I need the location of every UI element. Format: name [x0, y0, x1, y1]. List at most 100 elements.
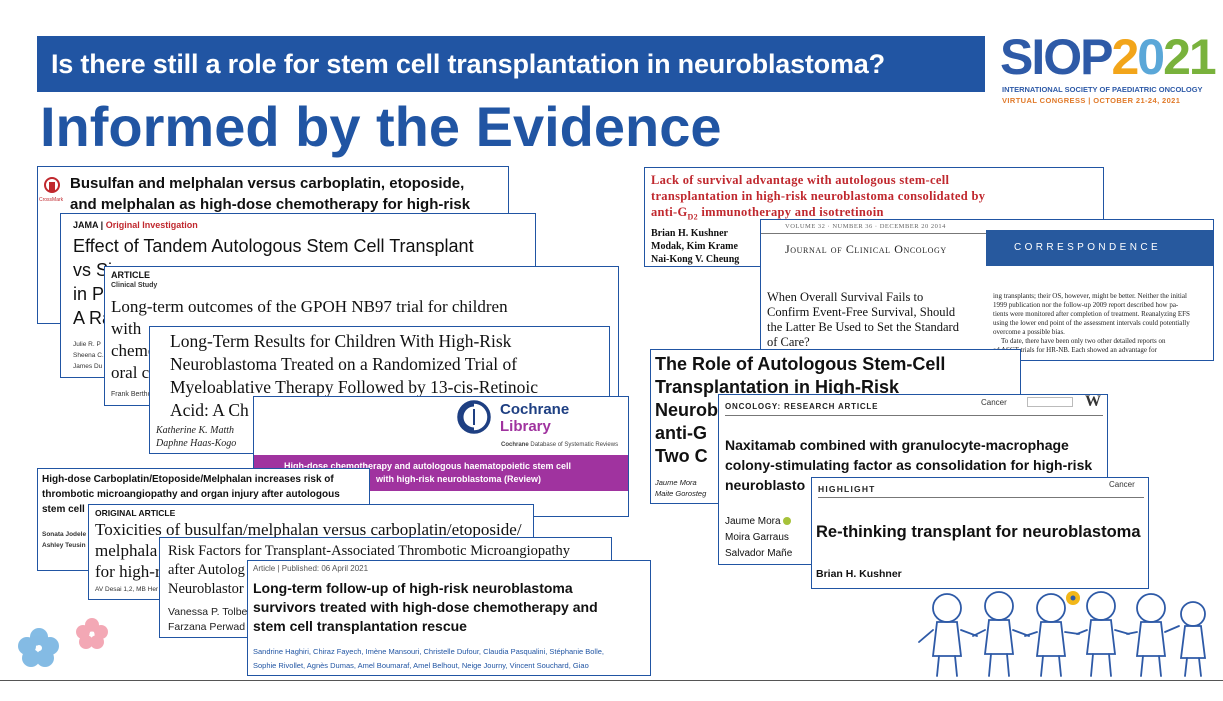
paper-authors: Frank Berthol — [111, 391, 154, 398]
paper-title-line: Confirm Event-Free Survival, Should — [767, 305, 956, 319]
author-name: Modak — [651, 241, 682, 252]
paper-title-line: Long-Term Results for Children With High… — [170, 331, 512, 351]
paper-authors: Modak, Kim Krame — [651, 241, 738, 252]
journal-name: JAMA | Original Investigation — [73, 220, 198, 230]
paper-authors: Ashley Teusin — [42, 542, 86, 549]
article-meta: Article | Published: 06 April 2021 — [253, 564, 369, 573]
paper-title-line: in Pa — [73, 284, 115, 304]
paper-title-line: High-dose chemotherapy and autologous ha… — [284, 461, 572, 471]
paper-title-line: Two C — [655, 446, 708, 466]
paper-title-line: A Ra — [73, 308, 113, 328]
paper-authors: Sandrine Haghiri, Chiraz Fayech, Imène M… — [253, 647, 605, 656]
siop-logo: SIOP2021 INTERNATIONAL SOCIETY OF PAEDIA… — [1000, 28, 1218, 108]
paper-title-line: the Latter Be Used to Set the Standard — [767, 320, 959, 334]
paper-long-term-follow-up: Article | Published: 06 April 2021 Long-… — [247, 560, 651, 676]
logo-year-2: 2 — [1111, 29, 1139, 85]
paper-title-line: Myeloablative Therapy Followed by 13-cis… — [170, 377, 539, 397]
logo-society-name: INTERNATIONAL SOCIETY OF PAEDIATRIC ONCO… — [1002, 85, 1203, 94]
paper-authors: Moira Garraus — [725, 532, 789, 543]
paper-title-line: neuroblasto — [725, 477, 806, 493]
cochrane-database: Cochrane Database of Systematic Reviews — [501, 442, 618, 448]
cochrane-db-name: Database of Systematic Reviews — [530, 442, 619, 448]
author-name: Jaume Mora — [725, 516, 781, 527]
paper-authors: James Du — [73, 363, 103, 370]
orcid-icon — [783, 517, 792, 526]
paper-title-line: Long-term outcomes of the GPOH NB97 tria… — [111, 297, 508, 316]
title-banner: Is there still a role for stem cell tran… — [37, 36, 985, 92]
paper-authors: Maite Gorosteg — [655, 489, 707, 498]
hibiscus-pink-icon — [76, 618, 108, 649]
paper-title-line: Risk Factors for Transplant-Associated T… — [168, 543, 571, 559]
article-label: HIGHLIGHT — [818, 484, 876, 494]
paper-title-line: High-dose Carboplatin/Etoposide/Melphala… — [42, 474, 334, 485]
article-label: ARTICLE — [111, 270, 150, 280]
body-text: ing transplants; their OS, however, migh… — [993, 292, 1187, 300]
paper-title-line: stem cell transplantation rescue — [253, 618, 467, 634]
paper-title-line: of Care? — [767, 335, 810, 349]
paper-authors: Sonata Jodele — [42, 531, 87, 538]
banner-text: Is there still a role for stem cell tran… — [51, 49, 885, 79]
paper-authors: Farzana Perwad — [168, 621, 246, 633]
author-name: , Kim Krame — [681, 241, 738, 252]
paper-authors: Jaume Mora — [725, 516, 792, 527]
slide-title: Informed by the Evidence — [40, 95, 722, 158]
article-sublabel: Clinical Study — [111, 282, 158, 289]
logo-wordmark: SIOP2021 — [1000, 28, 1217, 86]
paper-title-line: Acid: A Ch — [170, 400, 249, 420]
paper-authors: Brian H. Kushner — [816, 568, 902, 580]
title-subscript: D2 — [687, 212, 698, 222]
hibiscus-blue-icon — [18, 628, 59, 667]
paper-title-line: Busulfan and melphalan versus carboplati… — [70, 175, 465, 192]
journal-name: Cancer — [981, 398, 1007, 407]
body-text: To date, there have been only two other … — [1001, 337, 1166, 345]
paper-title-line: When Overall Survival Fails to — [767, 290, 924, 304]
article-section: Original Investigation — [105, 220, 198, 230]
paper-jco-correspondence: VOLUME 32 · NUMBER 36 · DECEMBER 20 2014… — [760, 219, 1214, 361]
crossmark-label: CrossMark — [39, 197, 64, 203]
cochrane-brand: Cochrane — [500, 401, 570, 418]
journal-wiley-mark: W — [1085, 394, 1101, 410]
paper-title-line: survivors treated with high-dose chemoth… — [253, 599, 598, 615]
paper-title-line: and melphalan as high-dose chemotherapy … — [70, 196, 471, 213]
paper-title-line: Toxicities of busulfan/melphalan versus … — [95, 520, 522, 539]
title-fragment: immunotherapy and isotretinoin — [697, 205, 884, 219]
paper-authors: Sophie Rivollet, Agnès Dumas, Amel Bouma… — [253, 661, 589, 670]
paper-title-line: chemo — [111, 341, 157, 360]
paper-authors: Daphne Haas-Kogo — [156, 438, 237, 449]
article-header-rule — [818, 497, 1144, 498]
paper-title-line: Transplantation in High-Risk — [655, 377, 900, 397]
paper-title-line: transplantation in high-risk neuroblasto… — [651, 189, 986, 203]
logo-year-0: 0 — [1137, 29, 1165, 85]
article-section: CORRESPONDENCE — [1014, 242, 1162, 253]
jco-section-band — [986, 230, 1213, 266]
body-text: using the lower end point of the assessm… — [993, 319, 1190, 327]
cochrane-brand-sub: Library — [500, 418, 551, 435]
paper-title-line: Long-term follow-up of high-risk neurobl… — [253, 580, 573, 596]
paper-authors: AV Desai 1,2, MB Her — [95, 586, 159, 593]
logo-siop: SIOP — [1000, 29, 1113, 85]
journal-label: JAMA — [73, 220, 99, 230]
paper-authors: Vanessa P. Tolbe — [168, 606, 248, 618]
paper-title-line: Neurob — [655, 400, 718, 420]
paper-authors: Jaume Mora — [655, 478, 697, 487]
paper-title-line: after Autolog — [168, 562, 245, 578]
paper-title-line: with high-risk neuroblastoma (Review) — [376, 474, 542, 484]
article-header-rule — [725, 415, 1103, 416]
body-text: ed ASCT trials for HR-NB. Each showed an… — [993, 346, 1157, 354]
body-text: 1999 publication nor the follow-up 2009 … — [993, 301, 1179, 309]
paper-title-line: Neuroblastoma Treated on a Randomized Tr… — [170, 354, 518, 374]
paper-title-line: colony-stimulating factor as consolidati… — [725, 457, 1093, 473]
logo-year-21: 21 — [1163, 29, 1217, 85]
crossmark-icon — [44, 177, 60, 193]
journal-meta: VOLUME 32 · NUMBER 36 · DECEMBER 20 2014 — [785, 223, 946, 230]
children-illustration — [918, 591, 1207, 677]
title-fragment: anti-G — [651, 205, 688, 219]
paper-authors: Brian H. Kushner — [651, 228, 728, 239]
paper-title-line: anti-GD2 immunotherapy and isotretinoin — [651, 205, 884, 222]
paper-title-line: with — [111, 319, 142, 338]
cochrane-db-bold: Cochrane — [501, 442, 529, 448]
paper-title-line: Naxitamab combined with granulocyte-macr… — [725, 437, 1069, 453]
article-label: ORIGINAL ARTICLE — [95, 508, 176, 518]
journal-name: Cancer — [1109, 480, 1135, 489]
paper-title-line: Neuroblastor — [168, 581, 244, 597]
